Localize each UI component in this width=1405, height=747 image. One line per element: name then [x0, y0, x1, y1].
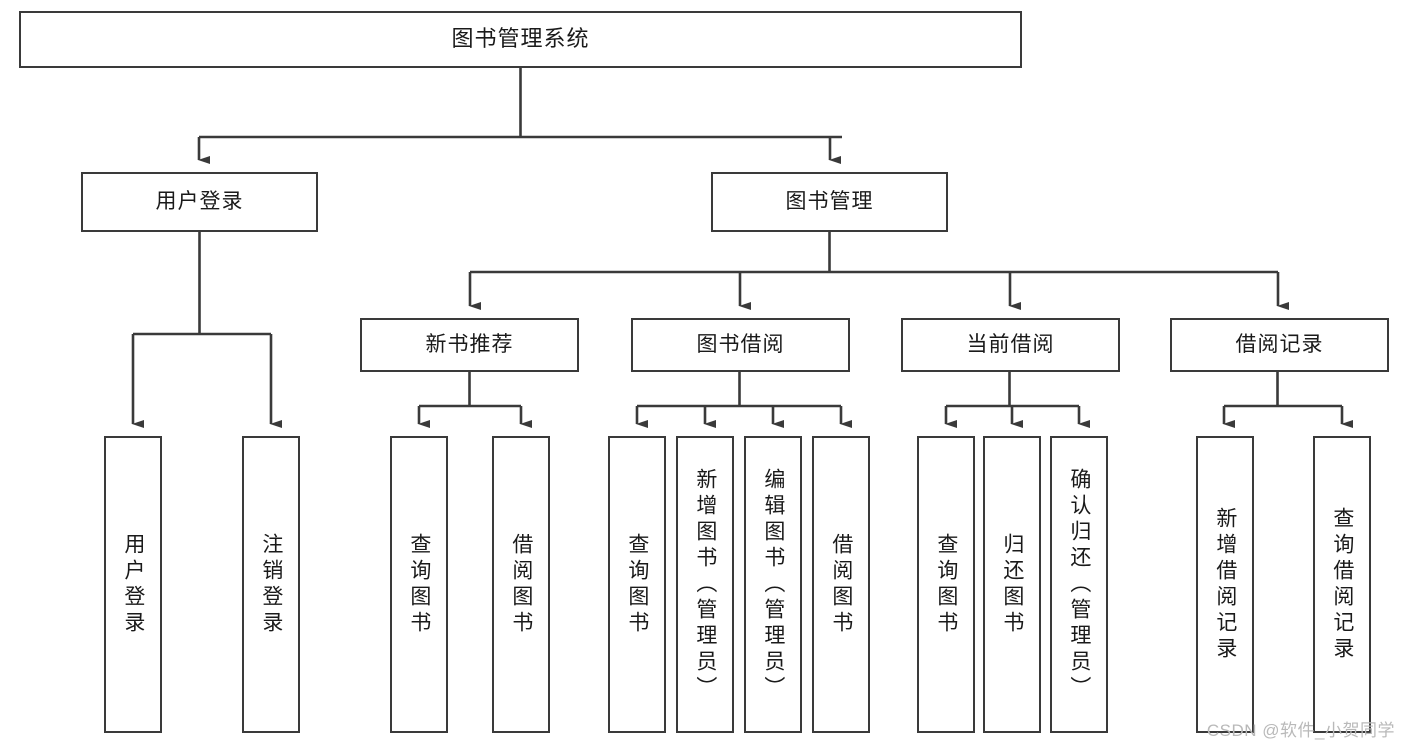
leaf-label: 新增借阅记录 — [1213, 506, 1237, 663]
leaf-current-borrow-confirm-return[interactable]: 确认归还（管理员） — [1050, 436, 1108, 733]
node-root-system[interactable]: 图书管理系统 — [19, 11, 1022, 68]
leaf-label: 借阅图书 — [509, 532, 533, 637]
node-current-borrow[interactable]: 当前借阅 — [901, 318, 1120, 372]
leaf-label: 用户登录 — [121, 532, 145, 637]
leaf-label: 查询借阅记录 — [1330, 506, 1354, 663]
node-book-borrow[interactable]: 图书借阅 — [631, 318, 850, 372]
leaf-label: 查询图书 — [934, 532, 958, 637]
node-user-login[interactable]: 用户登录 — [81, 172, 318, 232]
node-book-manage-label: 图书管理 — [785, 190, 874, 214]
node-user-login-label: 用户登录 — [155, 190, 244, 214]
leaf-label: 新增图书（管理员） — [693, 467, 717, 702]
node-borrow-record[interactable]: 借阅记录 — [1170, 318, 1389, 372]
node-book-borrow-label: 图书借阅 — [696, 333, 785, 357]
leaf-new-book-borrow[interactable]: 借阅图书 — [492, 436, 550, 733]
leaf-label: 确认归还（管理员） — [1067, 467, 1091, 702]
leaf-book-borrow-borrow[interactable]: 借阅图书 — [812, 436, 870, 733]
leaf-label: 借阅图书 — [829, 532, 853, 637]
leaf-book-borrow-query[interactable]: 查询图书 — [608, 436, 666, 733]
node-current-borrow-label: 当前借阅 — [966, 333, 1055, 357]
leaf-label: 编辑图书（管理员） — [761, 467, 785, 702]
leaf-new-book-query[interactable]: 查询图书 — [390, 436, 448, 733]
leaf-user-login-login[interactable]: 用户登录 — [104, 436, 162, 733]
node-new-book-recommend[interactable]: 新书推荐 — [360, 318, 579, 372]
node-root-label: 图书管理系统 — [451, 26, 590, 52]
watermark-text: CSDN @软件_小贺同学 — [1206, 721, 1395, 740]
leaf-borrow-record-query[interactable]: 查询借阅记录 — [1313, 436, 1371, 733]
leaf-label: 归还图书 — [1000, 532, 1024, 637]
leaf-borrow-record-add[interactable]: 新增借阅记录 — [1196, 436, 1254, 733]
leaf-label: 注销登录 — [259, 532, 283, 637]
leaf-label: 查询图书 — [407, 532, 431, 637]
leaf-user-login-logout[interactable]: 注销登录 — [242, 436, 300, 733]
leaf-book-borrow-add[interactable]: 新增图书（管理员） — [676, 436, 734, 733]
node-new-book-recommend-label: 新书推荐 — [425, 333, 514, 357]
node-borrow-record-label: 借阅记录 — [1235, 333, 1324, 357]
leaf-current-borrow-return[interactable]: 归还图书 — [983, 436, 1041, 733]
node-book-manage[interactable]: 图书管理 — [711, 172, 948, 232]
leaf-current-borrow-query[interactable]: 查询图书 — [917, 436, 975, 733]
leaf-book-borrow-edit[interactable]: 编辑图书（管理员） — [744, 436, 802, 733]
leaf-label: 查询图书 — [625, 532, 649, 637]
